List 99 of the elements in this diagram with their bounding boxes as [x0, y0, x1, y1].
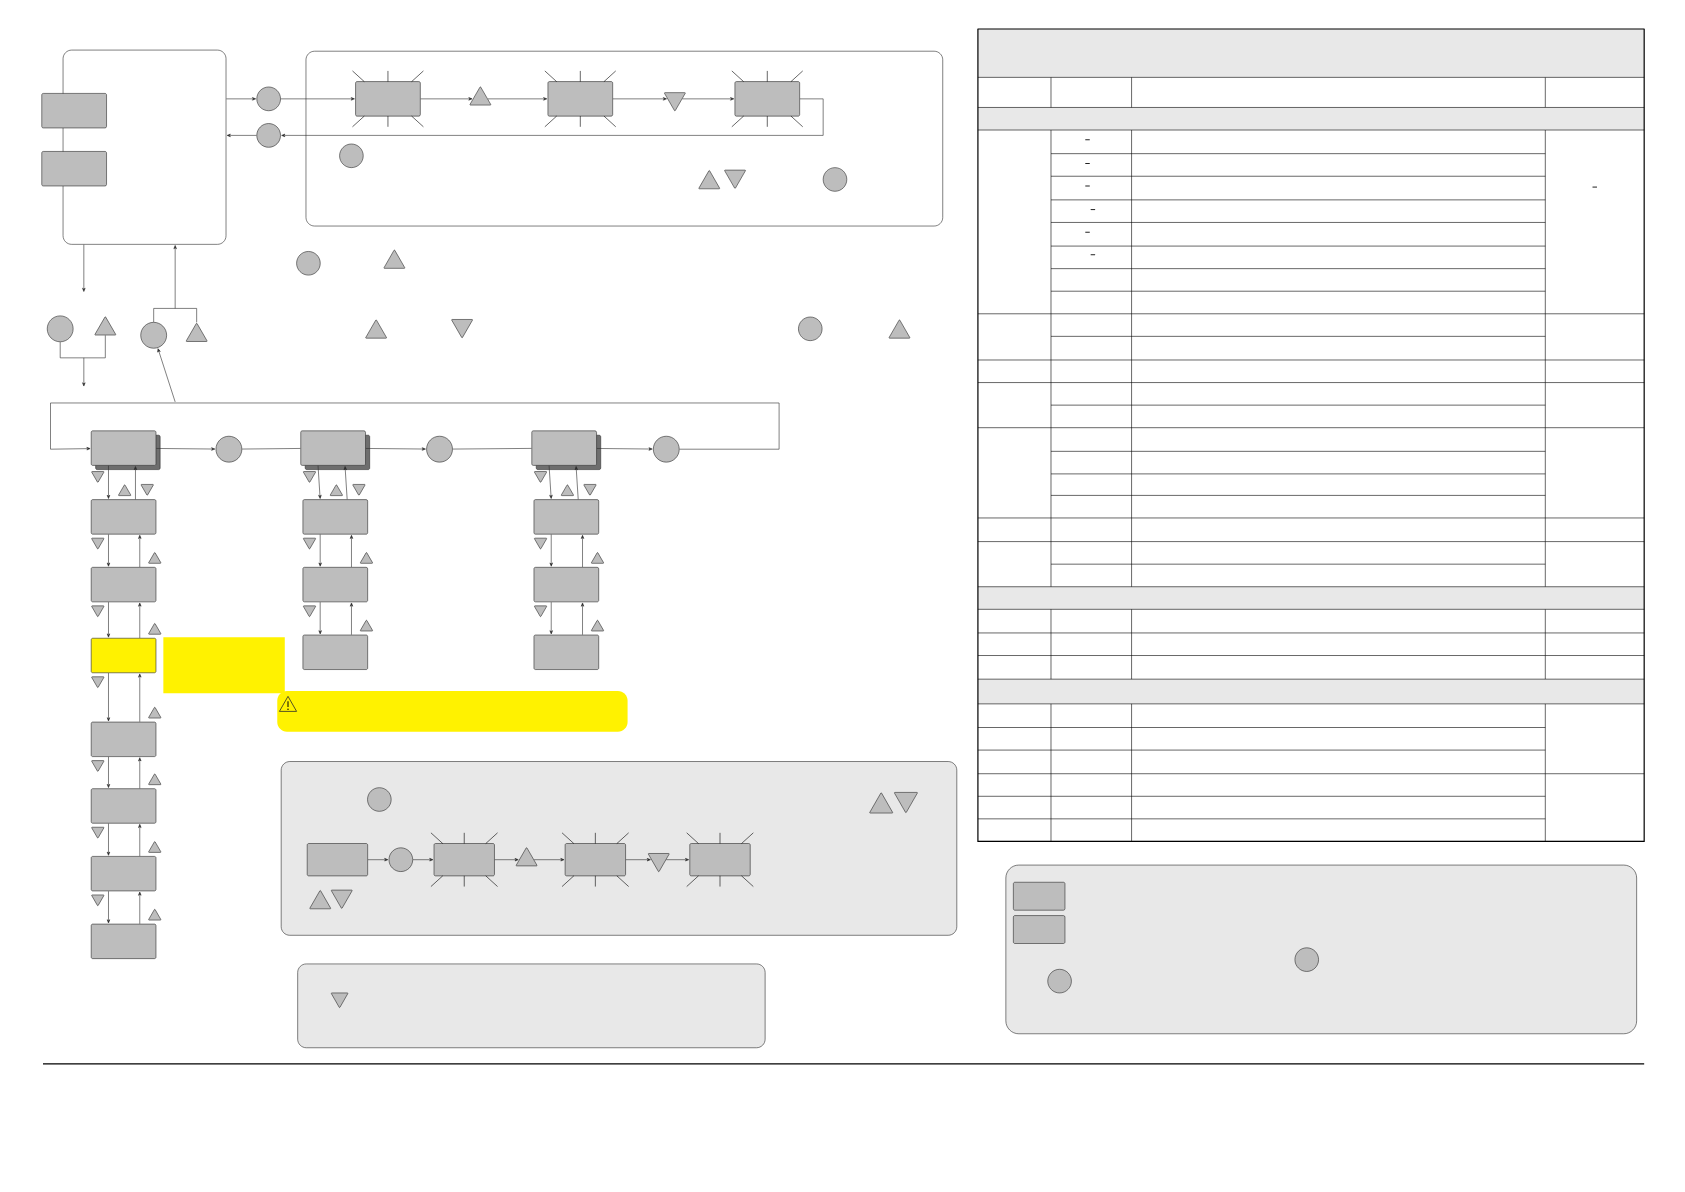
display-box [41, 151, 107, 187]
display-box [90, 923, 157, 960]
up-key [185, 323, 208, 342]
arrow [318, 534, 322, 567]
display-box [90, 567, 157, 603]
arrow [157, 348, 176, 403]
display-box [90, 638, 157, 674]
table-entry: – [1090, 254, 1096, 256]
up-key [469, 86, 492, 106]
up-key [94, 316, 117, 336]
menu-display [90, 430, 161, 471]
display-box [533, 499, 599, 535]
arrow [106, 823, 111, 856]
arrow [59, 335, 106, 387]
blinking-display [430, 832, 498, 887]
bracket-frame [62, 49, 227, 245]
blinking-display [686, 832, 754, 887]
display-box [90, 499, 157, 535]
arrow [365, 447, 426, 451]
arrow [138, 673, 142, 723]
arrow [106, 891, 111, 924]
arrow [343, 466, 348, 500]
arrow [106, 534, 111, 567]
arrow [138, 602, 142, 639]
arrow [367, 858, 389, 862]
display-box [90, 721, 157, 758]
arrow [574, 466, 579, 500]
arrow [133, 466, 138, 500]
blinking-display [544, 70, 617, 128]
arrow [106, 756, 111, 788]
mode-frame [305, 51, 944, 227]
display-box [90, 788, 157, 824]
arrow [153, 245, 197, 323]
up-key [515, 847, 538, 867]
table-entry: – [1085, 163, 1090, 164]
arrow [138, 535, 142, 568]
down-key [648, 853, 670, 873]
table-entry: – [1090, 209, 1096, 211]
arrow [349, 602, 354, 636]
arrow [106, 465, 111, 499]
round-key [426, 436, 453, 463]
round-key [140, 322, 167, 349]
round-key [256, 86, 281, 112]
arrow [138, 891, 142, 925]
menu-display [300, 430, 370, 471]
display-box [41, 93, 107, 129]
arrow [138, 824, 142, 857]
arrow [665, 858, 689, 862]
arrow [580, 535, 585, 568]
display-box [302, 634, 368, 670]
arrow [318, 602, 322, 635]
arrow [106, 602, 111, 638]
arrow [82, 244, 86, 292]
blinking-display [731, 70, 804, 128]
down-key [664, 92, 686, 112]
arrow [533, 858, 565, 862]
arrow [280, 97, 355, 101]
table-entry: – [1592, 186, 1597, 188]
connector-line [241, 448, 301, 450]
connector-line [452, 448, 532, 450]
arrow [548, 465, 553, 499]
display-box [90, 856, 157, 892]
table-entry: – [1085, 231, 1090, 233]
arrow [549, 602, 553, 635]
arrow [580, 602, 585, 636]
blinking-display [352, 70, 424, 128]
round-key [215, 436, 243, 463]
arrow [549, 534, 553, 567]
arrow [106, 672, 111, 722]
arrow [420, 97, 473, 101]
arrow [487, 97, 548, 101]
blinking-display [561, 832, 629, 887]
display-box [302, 567, 368, 603]
round-key [653, 436, 680, 463]
display-box [533, 634, 599, 670]
arrow [349, 535, 354, 568]
arrow [226, 97, 256, 101]
arrow [596, 447, 653, 451]
arrow [138, 757, 142, 789]
round-key [46, 315, 74, 343]
display-box [302, 499, 368, 535]
arrow [494, 858, 519, 862]
menu-display [531, 430, 601, 471]
arrow [317, 465, 322, 499]
arrow [625, 858, 651, 862]
note-panel [280, 761, 958, 936]
table-entry: – [1085, 185, 1090, 187]
round-key [256, 123, 281, 148]
arrow [155, 447, 216, 451]
display-box [533, 567, 599, 603]
arrow [612, 97, 667, 101]
arrow [682, 97, 735, 101]
table-entry: – [1085, 139, 1090, 141]
arrow [50, 402, 780, 451]
round-key [388, 847, 413, 872]
arrow [412, 858, 434, 862]
display-box [306, 843, 368, 877]
arrow [281, 98, 824, 138]
arrow [226, 133, 257, 138]
